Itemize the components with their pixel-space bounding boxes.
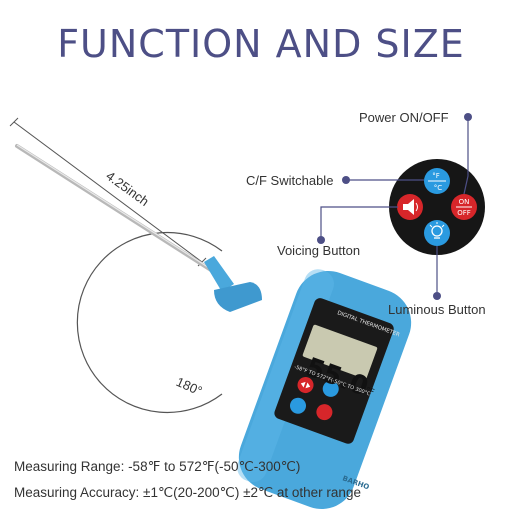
hinge [214,282,262,312]
luminous-callout-label: Luminous Button [388,302,486,317]
body-voicing-button [297,377,314,394]
body-light-button [289,397,306,414]
callout-lines [320,117,469,296]
lcd-screen [302,324,378,379]
lcd-unit: °F [364,385,376,397]
power-callout-label: Power ON/OFF [359,110,449,125]
probe [15,144,216,274]
measuring-accuracy: Measuring Accuracy: ±1℃(20-200℃) ±2℃ at … [14,485,361,500]
dimension-line [13,121,203,263]
measuring-range: Measuring Range: -58℉ to 572℉(-50℃-300℃) [14,459,301,474]
page-title: FUNCTION AND SIZE [57,22,465,66]
probe-collar [204,256,234,292]
speaker-icon [403,199,418,215]
rotation-arc [76,231,223,414]
cf-bottom-label: °C [434,184,443,192]
body-on-label: ON/OFF [425,428,442,438]
cf-top-label: °F [432,172,440,180]
off-label: OFF [457,209,471,217]
callout-dots [317,113,472,300]
cf-callout-label: C/F Switchable [246,173,334,188]
control-panel [389,159,485,255]
on-label: ON [459,198,470,206]
luminous-panel-button [424,220,450,246]
thermometer-body [237,269,412,510]
body-power-button [316,404,333,421]
body-cf-button [322,380,339,397]
voicing-callout-label: Voicing Button [277,243,361,258]
lightbulb-icon [429,222,445,239]
body-cf-label: °F/°C [420,406,432,414]
